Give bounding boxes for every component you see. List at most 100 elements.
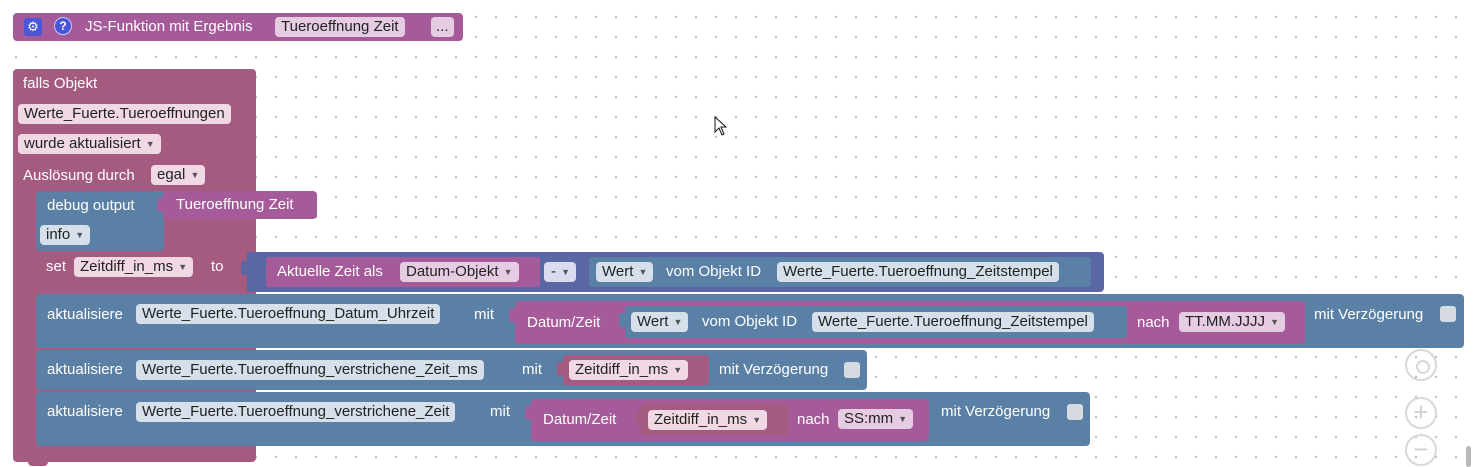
chevron-down-icon: ▼ (190, 170, 200, 180)
chevron-down-icon: ▼ (178, 262, 188, 272)
delay-checkbox-2[interactable] (844, 362, 860, 378)
debug-output-block[interactable]: debug output info ▼ (36, 191, 164, 251)
trigger-source-label: Auslösung durch (23, 167, 135, 184)
current-time-block[interactable]: Aktuelle Zeit als Datum-Objekt ▼ (266, 257, 540, 287)
chevron-down-icon: ▼ (673, 365, 683, 375)
format-value-1: TT.MM.JJJJ (1185, 313, 1265, 330)
connector-nub (241, 261, 248, 275)
value-type-dropdown-2[interactable]: Wert ▼ (631, 312, 689, 332)
connector-nub (157, 198, 164, 212)
variable-getter-dropdown-1[interactable]: Zeitdiff_in_ms ▼ (569, 360, 689, 380)
datetime-block-2[interactable]: Datum/Zeit Zeitdiff_in_ms ▼ nach SS:mm ▼ (525, 399, 929, 441)
operator-dropdown[interactable]: -▼ (544, 262, 576, 282)
datetime-label-2: Datum/Zeit (543, 411, 617, 428)
subtract-block[interactable]: Aktuelle Zeit als Datum-Objekt▼ -▼ Wert▼… (241, 252, 1104, 292)
function-name-field[interactable]: Tueroeffnung Zeit (275, 17, 405, 37)
datetime-label-1: Datum/Zeit (527, 314, 601, 331)
time-format-value: Datum-Objekt (406, 263, 499, 280)
chevron-down-icon: ▼ (752, 415, 762, 425)
set-label: set (46, 258, 67, 275)
update2-object-field[interactable]: Werte_Fuerte.Tueroeffnung_verstrichene_Z… (136, 360, 484, 380)
function-title: JS-Funktion mit Ergebnis (85, 18, 253, 35)
update1-object-field[interactable]: Werte_Fuerte.Tueroeffnung_Datum_Uhrzeit (136, 304, 441, 324)
update1-with-label: mit (474, 306, 494, 323)
trigger-source-dropdown[interactable]: egal ▼ (151, 165, 206, 185)
object-value-block-2[interactable]: Wert ▼ vom Objekt ID Werte_Fuerte.Tueroef… (619, 306, 1127, 338)
update1-label: aktualisiere (47, 306, 123, 323)
connector-nub (525, 406, 532, 420)
update2-label: aktualisiere (47, 361, 123, 378)
variable-getter-block-2[interactable]: Zeitdiff_in_ms ▼ (635, 404, 788, 435)
debug-value-block[interactable]: Tueroeffnung Zeit (157, 191, 317, 219)
connector-nub (557, 362, 564, 376)
target-icon (1416, 360, 1430, 374)
trigger-block-tab (28, 458, 48, 466)
zoom-in-button[interactable]: + (1405, 397, 1437, 429)
to-label: to (211, 258, 224, 275)
update2-with-label: mit (522, 361, 542, 378)
variable-getter-value-2: Zeitdiff_in_ms (654, 411, 748, 428)
debug-level-value: info (46, 226, 71, 243)
format-value-2: SS:mm (844, 410, 894, 427)
update3-object-field[interactable]: Werte_Fuerte.Tueroeffnung_verstrichene_Z… (136, 402, 456, 422)
more-button[interactable]: ... (431, 17, 454, 37)
chevron-down-icon: ▼ (503, 267, 513, 277)
minus-icon: − (1413, 434, 1429, 464)
current-time-label: Aktuelle Zeit als (277, 263, 383, 280)
delay-label-2: mit Verzögerung (719, 361, 829, 378)
recenter-button[interactable] (1405, 349, 1437, 381)
value-type-value: Wert (602, 263, 634, 280)
mouse-cursor-icon (714, 116, 728, 136)
trigger-source-value: egal (157, 166, 186, 183)
from-object-label-2: vom Objekt ID (702, 313, 798, 330)
function-definition-block[interactable]: ⚙ ? JS-Funktion mit Ergebnis Tueroeffnun… (13, 13, 463, 41)
debug-level-dropdown[interactable]: info ▼ (40, 225, 91, 245)
debug-value-text: Tueroeffnung Zeit (176, 196, 294, 213)
trigger-condition-value: wurde aktualisiert (24, 135, 141, 152)
variable-getter-block-1[interactable]: Zeitdiff_in_ms ▼ (557, 355, 709, 385)
value-type-value-2: Wert (637, 313, 669, 330)
object-value-block[interactable]: Wert▼ vom Objekt ID Werte_Fuerte.Tueroef… (589, 257, 1091, 287)
delay-label-3: mit Verzögerung (941, 403, 1051, 420)
gear-icon[interactable]: ⚙ (24, 18, 42, 36)
update3-with-label: mit (490, 403, 510, 420)
connector-nub (619, 313, 626, 327)
from-object-label: vom Objekt ID (666, 263, 762, 280)
chevron-down-icon: ▼ (898, 414, 908, 424)
object-id-field[interactable]: Werte_Fuerte.Tueroeffnung_Zeitstempel (777, 262, 1059, 282)
chevron-down-icon: ▼ (673, 317, 683, 327)
source-object-field[interactable]: Werte_Fuerte.Tueroeffnung_Zeitstempel (812, 312, 1094, 332)
help-icon[interactable]: ? (54, 17, 72, 35)
chevron-down-icon: ▼ (561, 267, 570, 277)
update3-label: aktualisiere (47, 403, 123, 420)
variable-getter-dropdown-2[interactable]: Zeitdiff_in_ms ▼ (648, 410, 768, 430)
scrollbar[interactable] (1466, 446, 1471, 467)
update-block-3[interactable]: aktualisiere Werte_Fuerte.Tueroeffnung_v… (36, 392, 1090, 446)
value-type-dropdown[interactable]: Wert▼ (596, 262, 654, 282)
format-dropdown-1[interactable]: TT.MM.JJJJ ▼ (1179, 312, 1285, 332)
update-block-2[interactable]: aktualisiere Werte_Fuerte.Tueroeffnung_v… (36, 350, 867, 390)
trigger-label: falls Objekt (23, 75, 98, 92)
chevron-down-icon: ▼ (75, 230, 85, 240)
variable-getter-value-1: Zeitdiff_in_ms (575, 361, 669, 378)
variable-name: Zeitdiff_in_ms (80, 258, 174, 275)
connector-nub (509, 308, 516, 322)
datetime-block-1[interactable]: Datum/Zeit Wert ▼ vom Objekt ID Werte_Fue… (509, 301, 1305, 344)
delay-label-1: mit Verzögerung (1314, 306, 1424, 323)
to-format-label-2: nach (797, 411, 830, 428)
debug-output-label: debug output (47, 197, 135, 214)
chevron-down-icon: ▼ (1270, 317, 1279, 327)
trigger-object-field[interactable]: Werte_Fuerte.Tueroeffnungen (18, 104, 231, 124)
update-block-1[interactable]: aktualisiere Werte_Fuerte.Tueroeffnung_D… (36, 294, 1464, 348)
trigger-condition-dropdown[interactable]: wurde aktualisiert▼ (18, 134, 161, 154)
connector-nub (635, 411, 642, 425)
format-dropdown-2[interactable]: SS:mm ▼ (838, 409, 914, 429)
zoom-out-button[interactable]: − (1405, 434, 1437, 466)
plus-icon: + (1413, 397, 1429, 427)
operator-value: - (551, 263, 556, 280)
delay-checkbox-3[interactable] (1067, 404, 1083, 420)
delay-checkbox-1[interactable] (1440, 306, 1456, 322)
time-format-dropdown[interactable]: Datum-Objekt ▼ (400, 262, 519, 282)
variable-dropdown[interactable]: Zeitdiff_in_ms ▼ (74, 257, 194, 277)
set-variable-block[interactable]: set Zeitdiff_in_ms ▼ to (36, 252, 246, 292)
